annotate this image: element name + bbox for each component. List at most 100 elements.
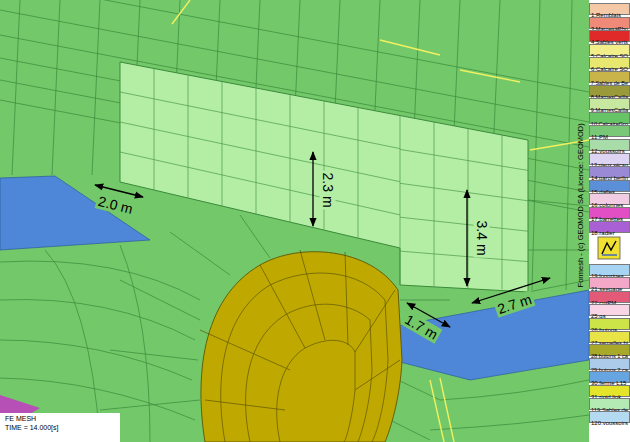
time-note: TIME = 14.000[s]: [4, 424, 60, 432]
legend-entry: 25:qs: [589, 304, 630, 316]
panel-grid: [468, 129, 469, 289]
legend-entry: 26:butons: [589, 318, 630, 330]
mesh-grid: [0, 0, 589, 442]
mesh-grid: [390, 420, 430, 440]
legend-entry: 31:rigid link: [589, 385, 630, 397]
legend-text: 120:voussoirs: [589, 417, 628, 429]
panel-grid: [120, 69, 528, 290]
mesh-grid: [240, 215, 270, 258]
tunnel-mesh: [205, 400, 285, 410]
radier-strip: [0, 395, 40, 414]
legend-entry: 10:CalcaireGro: [589, 112, 630, 124]
legend-entry: 5:Calcaire SO: [589, 44, 630, 56]
mesh-grid: [440, 380, 589, 400]
tunnel-mesh: [277, 340, 355, 442]
mesh-grid: [52, 0, 60, 175]
legend-text: 18:radier: [589, 227, 615, 239]
panel-grid: [400, 217, 528, 231]
tunnel-face: [201, 252, 402, 442]
tunnel-mesh: [221, 273, 388, 442]
tunnel-mesh: [300, 250, 325, 340]
dimension-arrows: [95, 152, 550, 327]
ground: [0, 0, 589, 442]
tunnel-mesh: [355, 290, 395, 352]
tunnel-mesh: [200, 250, 400, 442]
panel-grid: [120, 122, 400, 182]
mesh-grid: [400, 300, 450, 301]
mesh-grid: [120, 280, 200, 320]
legend-entry: 18:radier: [589, 221, 630, 233]
mesh-grid: [120, 245, 150, 442]
dimension-label: 2.7 m: [494, 290, 536, 317]
slab-right: [375, 290, 589, 380]
mesh-grid: [532, 0, 540, 290]
mesh-grid: [0, 300, 195, 341]
legend-entry: 14:paroi berlin: [589, 166, 630, 178]
mesh-grid: [566, 0, 572, 290]
dimension-label: 1.7 m: [401, 310, 443, 343]
pile-lines: [380, 40, 440, 55]
panel-grid: [400, 251, 528, 262]
dimension-label: 2.0 m: [95, 192, 137, 217]
dimension-arrows: [312, 152, 313, 226]
info-box: [0, 413, 120, 442]
tunnel-mesh: [246, 304, 372, 442]
legend-entry: 3:MarnesàPho: [589, 17, 630, 29]
tunnel-mesh: [260, 265, 305, 348]
mesh-grid: [0, 340, 192, 380]
mesh-grid: [100, 400, 200, 410]
legend-entry: 9:MarnesCailla: [589, 98, 630, 110]
pile-lines: [440, 378, 454, 442]
tunnel-mesh: [345, 252, 348, 345]
legend-entry: 22:cntPM: [589, 291, 630, 303]
legend-entry: 120:voussoirs: [589, 411, 630, 423]
legend-entry: 12:voussoirs: [589, 139, 630, 151]
legend-entry: 29:butons 2 ca: [589, 358, 630, 370]
slab-left: [0, 176, 150, 250]
panel-grid: [120, 152, 400, 215]
legend-entry: 16:colonnes: [589, 193, 630, 205]
legend-entry: 30:ferme L15: [589, 371, 630, 383]
mesh-grid: [92, 0, 100, 175]
legend-entry: 21:seepage: [589, 277, 630, 289]
legend-entry: 8:MarnesCailla: [589, 85, 630, 97]
legend-entry: 6:Calcaire SO: [589, 57, 630, 69]
legend-entry: 119:Sables de: [589, 398, 630, 410]
panel-grid: [502, 135, 503, 290]
mesh-grid: [0, 0, 589, 92]
wall-panel: [120, 62, 528, 292]
legend-entry: 1:Remblais: [589, 3, 630, 15]
copyright-watermark: Formesh - (c) GEOMOD SA (Licence: GEOMOD…: [577, 122, 586, 288]
legend-entry: 11:PM: [589, 125, 630, 137]
dimension-arrows: [466, 190, 467, 286]
legend-panel: [589, 0, 630, 442]
legend-icon: [602, 241, 616, 254]
dimension-label: 2.3 m: [320, 170, 336, 209]
mesh-grid: [12, 0, 20, 175]
legend-icon: [598, 237, 620, 259]
legend-entry: 7:Sables de Be: [589, 71, 630, 83]
panel-grid: [400, 116, 401, 286]
dimension-label: 3.4 m: [474, 218, 490, 257]
legend-entry: 27:semelles bi: [589, 331, 630, 343]
legend-icon: [602, 254, 617, 255]
panel-grid: [434, 122, 435, 286]
mesh-grid: [170, 232, 230, 275]
legend-entry: 17:barrettes: [589, 207, 630, 219]
mesh-grid: [110, 350, 198, 360]
panel-grid: [400, 183, 528, 201]
mesh-grid: [0, 261, 200, 300]
legend-entry: 4:Sables verts: [589, 30, 630, 42]
tunnel-mesh: [355, 360, 400, 390]
legend-icon: [598, 237, 620, 259]
legend-entry: 28:butons 1 ca: [589, 344, 630, 356]
tunnel-mesh: [200, 330, 290, 370]
panel-grid: [120, 92, 400, 149]
pile-lines: [460, 70, 520, 82]
legend-entry: 19:longrines: [589, 264, 630, 276]
view-title: FE MESH: [4, 415, 37, 423]
pile-lines: [172, 0, 190, 24]
legend-entry: 13:pieux sécan: [589, 153, 630, 165]
